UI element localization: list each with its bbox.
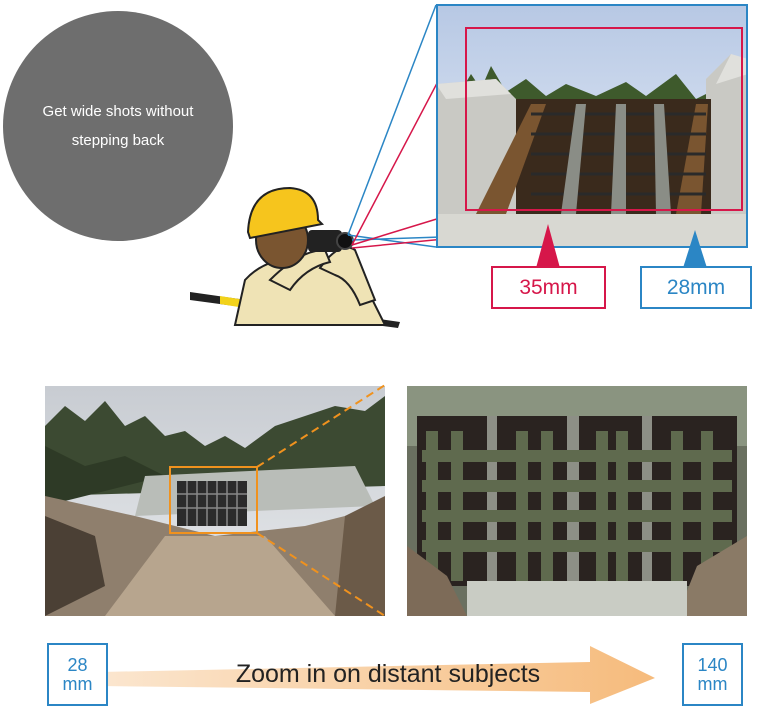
photographer-illustration xyxy=(190,186,400,328)
valley-photo-wide xyxy=(45,386,385,616)
blue-pointer-icon xyxy=(683,230,707,268)
zoom-caption: Zoom in on distant subjects xyxy=(235,660,541,688)
focal-140-unit: mm xyxy=(697,673,728,694)
focal-28-value: 28 xyxy=(67,654,88,675)
callout-text: Get wide shots without stepping back xyxy=(42,103,194,149)
focal-140mm-box: 140 mm xyxy=(682,643,743,706)
label-28mm: 28mm xyxy=(640,266,752,309)
label-35mm: 35mm xyxy=(491,266,606,309)
callout-circle: Get wide shots without stepping back xyxy=(3,11,233,241)
focal-28mm-box: 28 mm xyxy=(47,643,108,706)
dam-photo-tele xyxy=(407,386,747,616)
focal-140-value: 140 xyxy=(697,654,728,675)
focal-28-unit: mm xyxy=(62,673,93,694)
zoom-arrow xyxy=(100,646,655,704)
red-pointer-icon xyxy=(536,224,560,268)
dam-photo-wide xyxy=(436,4,748,248)
